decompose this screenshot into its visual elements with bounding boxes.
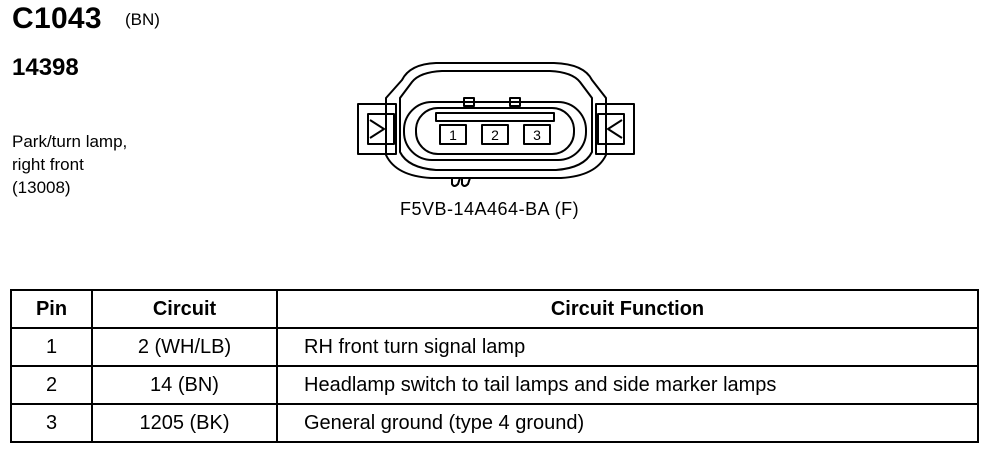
circuit-cell: 1205 (BK) [91,403,278,443]
connector-part-number: F5VB-14A464-BA (F) [400,199,580,219]
left-latch-tab [357,103,397,155]
terminal-cavity-3 [523,124,551,145]
cavity-label-1: 1 [449,127,457,143]
pin-cell: 2 [10,365,93,405]
connector-face-diagram: 1 2 3 [357,62,635,187]
component-number: 14398 [12,54,79,81]
keying-nub [509,97,521,107]
table-row: 2 14 (BN) Headlamp switch to tail lamps … [10,365,979,405]
cavity-label-3: 3 [533,127,541,143]
connector-color: (BN) [125,10,160,29]
pin-cell: 1 [10,327,93,367]
bottom-lock-tab [451,177,471,187]
description-line: right front [12,155,84,174]
cavity-label-2: 2 [491,127,499,143]
function-cell: Headlamp switch to tail lamps and side m… [276,365,979,405]
circuit-cell: 14 (BN) [91,365,278,405]
right-latch-tab [595,103,635,155]
keying-nub [463,97,475,107]
column-header-pin: Pin [10,289,93,329]
description-line: (13008) [12,178,71,197]
connector-face [403,101,587,161]
table-row: 3 1205 (BK) General ground (type 4 groun… [10,403,979,443]
terminal-cavity-2 [481,124,509,145]
table-row: 1 2 (WH/LB) RH front turn signal lamp [10,327,979,367]
description-line: Park/turn lamp, [12,132,128,151]
table-header-row: Pin Circuit Circuit Function [10,289,979,329]
function-cell: RH front turn signal lamp [276,327,979,367]
pin-cell: 3 [10,403,93,443]
column-header-circuit: Circuit [91,289,278,329]
pinout-table: Pin Circuit Circuit Function 1 2 (WH/LB)… [10,289,979,443]
connector-id: C1043 [12,2,102,35]
component-description: Park/turn lamp, right front (13008) [12,130,127,199]
connector-housing-inner-outline [399,70,593,171]
terminal-guide-rail [435,112,555,122]
function-cell: General ground (type 4 ground) [276,403,979,443]
column-header-function: Circuit Function [276,289,979,329]
terminal-cavity-1 [439,124,467,145]
circuit-cell: 2 (WH/LB) [91,327,278,367]
